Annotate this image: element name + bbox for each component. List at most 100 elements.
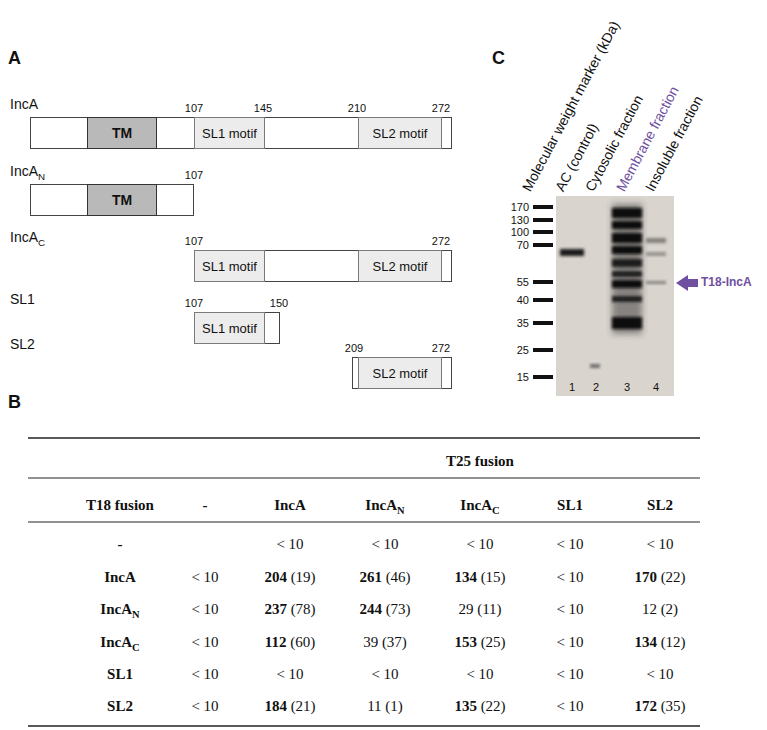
table-header: SL1 — [557, 497, 583, 514]
text-part: (73) — [382, 601, 411, 617]
residue-number: 107 — [185, 235, 203, 248]
bold-value: 172 — [634, 698, 657, 714]
table-cell: < 10 — [191, 698, 218, 715]
table-header: IncAC — [100, 634, 139, 651]
subscript: N — [397, 505, 405, 516]
marker-size: 100 — [511, 226, 529, 239]
marker-size: 70 — [517, 239, 529, 252]
residue-number: 150 — [270, 297, 288, 310]
lane-number: 3 — [624, 381, 630, 394]
motif-box: SL2 motif — [358, 250, 442, 282]
text-part: (21) — [287, 698, 316, 714]
domain-label: SL2 motif — [373, 259, 428, 274]
table-header: - — [203, 497, 208, 514]
panel-letter: A — [8, 48, 21, 69]
marker-tick — [533, 243, 553, 247]
domain-label: SL1 motif — [202, 321, 257, 336]
blot-smear — [612, 204, 642, 334]
table-cell: 29 (11) — [458, 601, 501, 618]
lane-number: 1 — [569, 381, 575, 394]
blot-band — [612, 296, 642, 302]
marker-size: 170 — [511, 201, 529, 214]
blot-band — [612, 280, 642, 288]
marker-size: 35 — [517, 317, 529, 330]
residue-number: 145 — [254, 102, 272, 115]
marker-size: 25 — [517, 344, 529, 357]
bold-value: 134 — [634, 634, 657, 650]
bold-value: 135 — [454, 698, 477, 714]
construct-name: SL2 — [10, 335, 35, 353]
domain-label: TM — [112, 125, 132, 141]
marker-size: 15 — [517, 371, 529, 384]
blot-band — [646, 238, 666, 243]
table-cell: < 10 — [191, 666, 218, 683]
table-cell: 135 (22) — [454, 698, 505, 715]
blot-band — [646, 252, 666, 256]
text-part: (19) — [287, 569, 316, 585]
text-part: (60) — [286, 634, 315, 650]
blot-band — [612, 259, 642, 267]
table-cell: < 10 — [191, 634, 218, 651]
text-part: (46) — [382, 569, 411, 585]
table-header: IncA — [274, 497, 306, 514]
bold-value: 244 — [359, 601, 382, 617]
construct-name: IncAN — [10, 162, 45, 180]
blot-band — [646, 281, 666, 284]
marker-tick — [533, 321, 553, 325]
table-header: IncAN — [100, 601, 139, 618]
construct-name: IncAC — [10, 228, 45, 246]
marker-tick — [533, 375, 553, 379]
table-header: - — [118, 536, 123, 553]
panel-letter: B — [8, 392, 21, 413]
band-label: T18-IncA — [701, 276, 752, 290]
protein-construct-bar: IncATMSL1 motifSL2 motif — [30, 117, 452, 149]
table-rule — [28, 478, 700, 479]
table-cell: 12 (2) — [642, 601, 678, 618]
text-part: (78) — [287, 601, 316, 617]
lane-number: 4 — [653, 381, 659, 394]
text-part: IncA — [365, 497, 397, 513]
subscript: N — [38, 171, 45, 182]
table-cell: 134 (12) — [634, 634, 685, 651]
text-part: (22) — [477, 698, 506, 714]
table-header: T25 fusion — [446, 453, 514, 470]
text-part: (12) — [657, 634, 686, 650]
protein-construct-bar: IncACSL1 motifSL2 motif — [194, 250, 452, 282]
domain-label: SL2 motif — [373, 126, 428, 141]
subscript: C — [492, 505, 500, 516]
subscript: N — [132, 609, 140, 620]
motif-box: SL2 motif — [358, 117, 442, 149]
residue-number: 210 — [348, 102, 366, 115]
construct-name: IncA — [10, 95, 38, 113]
table-header: SL1 — [107, 666, 133, 683]
table-header: SL2 — [647, 497, 673, 514]
text-part: (15) — [477, 569, 506, 585]
table-cell: < 10 — [556, 536, 583, 553]
text-part: (25) — [477, 634, 506, 650]
motif-box: SL1 motif — [194, 117, 265, 149]
marker-size: 130 — [511, 214, 529, 227]
marker-tick — [533, 205, 553, 209]
table-cell: 170 (22) — [634, 569, 685, 586]
table-cell: < 10 — [466, 666, 493, 683]
domain-label: SL2 motif — [373, 366, 428, 381]
text-part: IncA — [460, 497, 492, 513]
table-cell: 112 (60) — [265, 634, 315, 651]
bold-value: 112 — [265, 634, 287, 650]
table-header: IncAC — [460, 497, 499, 514]
table-header: IncAN — [365, 497, 404, 514]
domain-label: TM — [112, 192, 132, 208]
motif-box: SL2 motif — [358, 357, 442, 389]
blot-band — [560, 249, 584, 256]
domain-label: SL1 motif — [202, 259, 257, 274]
band-arrow — [676, 275, 698, 291]
table-rule — [28, 522, 700, 523]
marker-tick — [533, 298, 553, 302]
blot-film — [556, 196, 674, 396]
panel-letter: C — [492, 48, 505, 69]
transmembrane-domain: TM — [87, 184, 157, 216]
bold-value: 204 — [264, 569, 287, 585]
residue-number: 272 — [432, 102, 450, 115]
protein-construct-bar: IncANTM — [30, 184, 194, 216]
table-cell: 39 (37) — [363, 634, 407, 651]
